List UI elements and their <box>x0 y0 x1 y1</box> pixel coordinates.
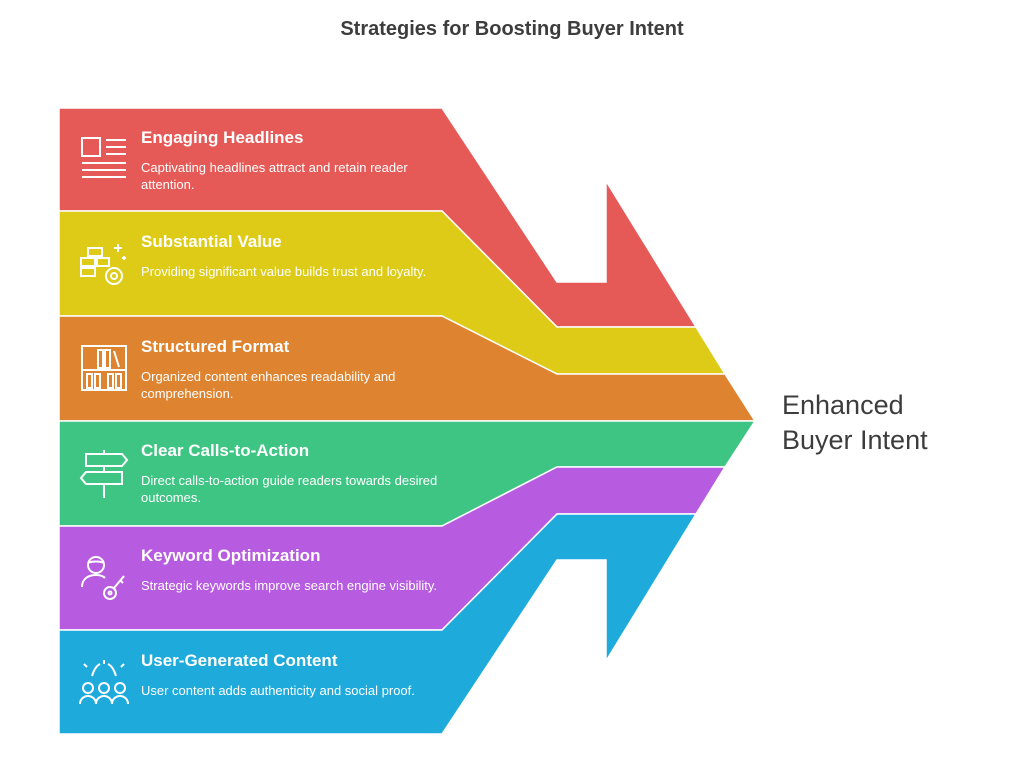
user-key-icon <box>81 556 125 600</box>
strategy-engaging-headlines: Engaging Headlines Captivating headlines… <box>141 128 451 193</box>
strategy-title: Engaging Headlines <box>141 128 304 147</box>
strategy-structured-format: Structured Format Organized content enha… <box>141 337 451 402</box>
strategy-description: Captivating headlines attract and retain… <box>141 160 408 192</box>
strategy-substantial-value: Substantial Value Providing significant … <box>141 232 451 280</box>
strategy-description: User content adds authenticity and socia… <box>141 683 415 698</box>
outcome-line-2: Buyer Intent <box>782 425 928 455</box>
strategy-keyword-optimization: Keyword Optimization Strategic keywords … <box>141 546 451 594</box>
strategy-user-generated-content: User-Generated Content User content adds… <box>141 651 451 699</box>
strategy-description: Organized content enhances readability a… <box>141 369 396 401</box>
strategy-description: Direct calls-to-action guide readers tow… <box>141 473 438 505</box>
strategy-clear-calls-to-action: Clear Calls-to-Action Direct calls-to-ac… <box>141 441 451 506</box>
signpost-icon <box>79 450 129 498</box>
gold-bars-icon <box>80 244 126 285</box>
strategy-title: Keyword Optimization <box>141 546 321 565</box>
strategy-description: Strategic keywords improve search engine… <box>141 578 437 593</box>
strategy-title: Clear Calls-to-Action <box>141 441 310 460</box>
diagram-title: Strategies for Boosting Buyer Intent <box>340 18 684 40</box>
band-user-generated-content <box>58 513 698 735</box>
community-icon <box>79 660 129 705</box>
newspaper-icon <box>81 137 126 178</box>
bookshelf-icon <box>81 345 127 391</box>
strategy-title: Substantial Value <box>141 232 282 251</box>
strategy-title: User-Generated Content <box>141 651 338 670</box>
strategy-title: Structured Format <box>141 337 290 356</box>
outcome-line-1: Enhanced <box>782 390 904 420</box>
outcome-label: Enhanced Buyer Intent <box>782 388 928 458</box>
strategy-description: Providing significant value builds trust… <box>141 264 427 279</box>
